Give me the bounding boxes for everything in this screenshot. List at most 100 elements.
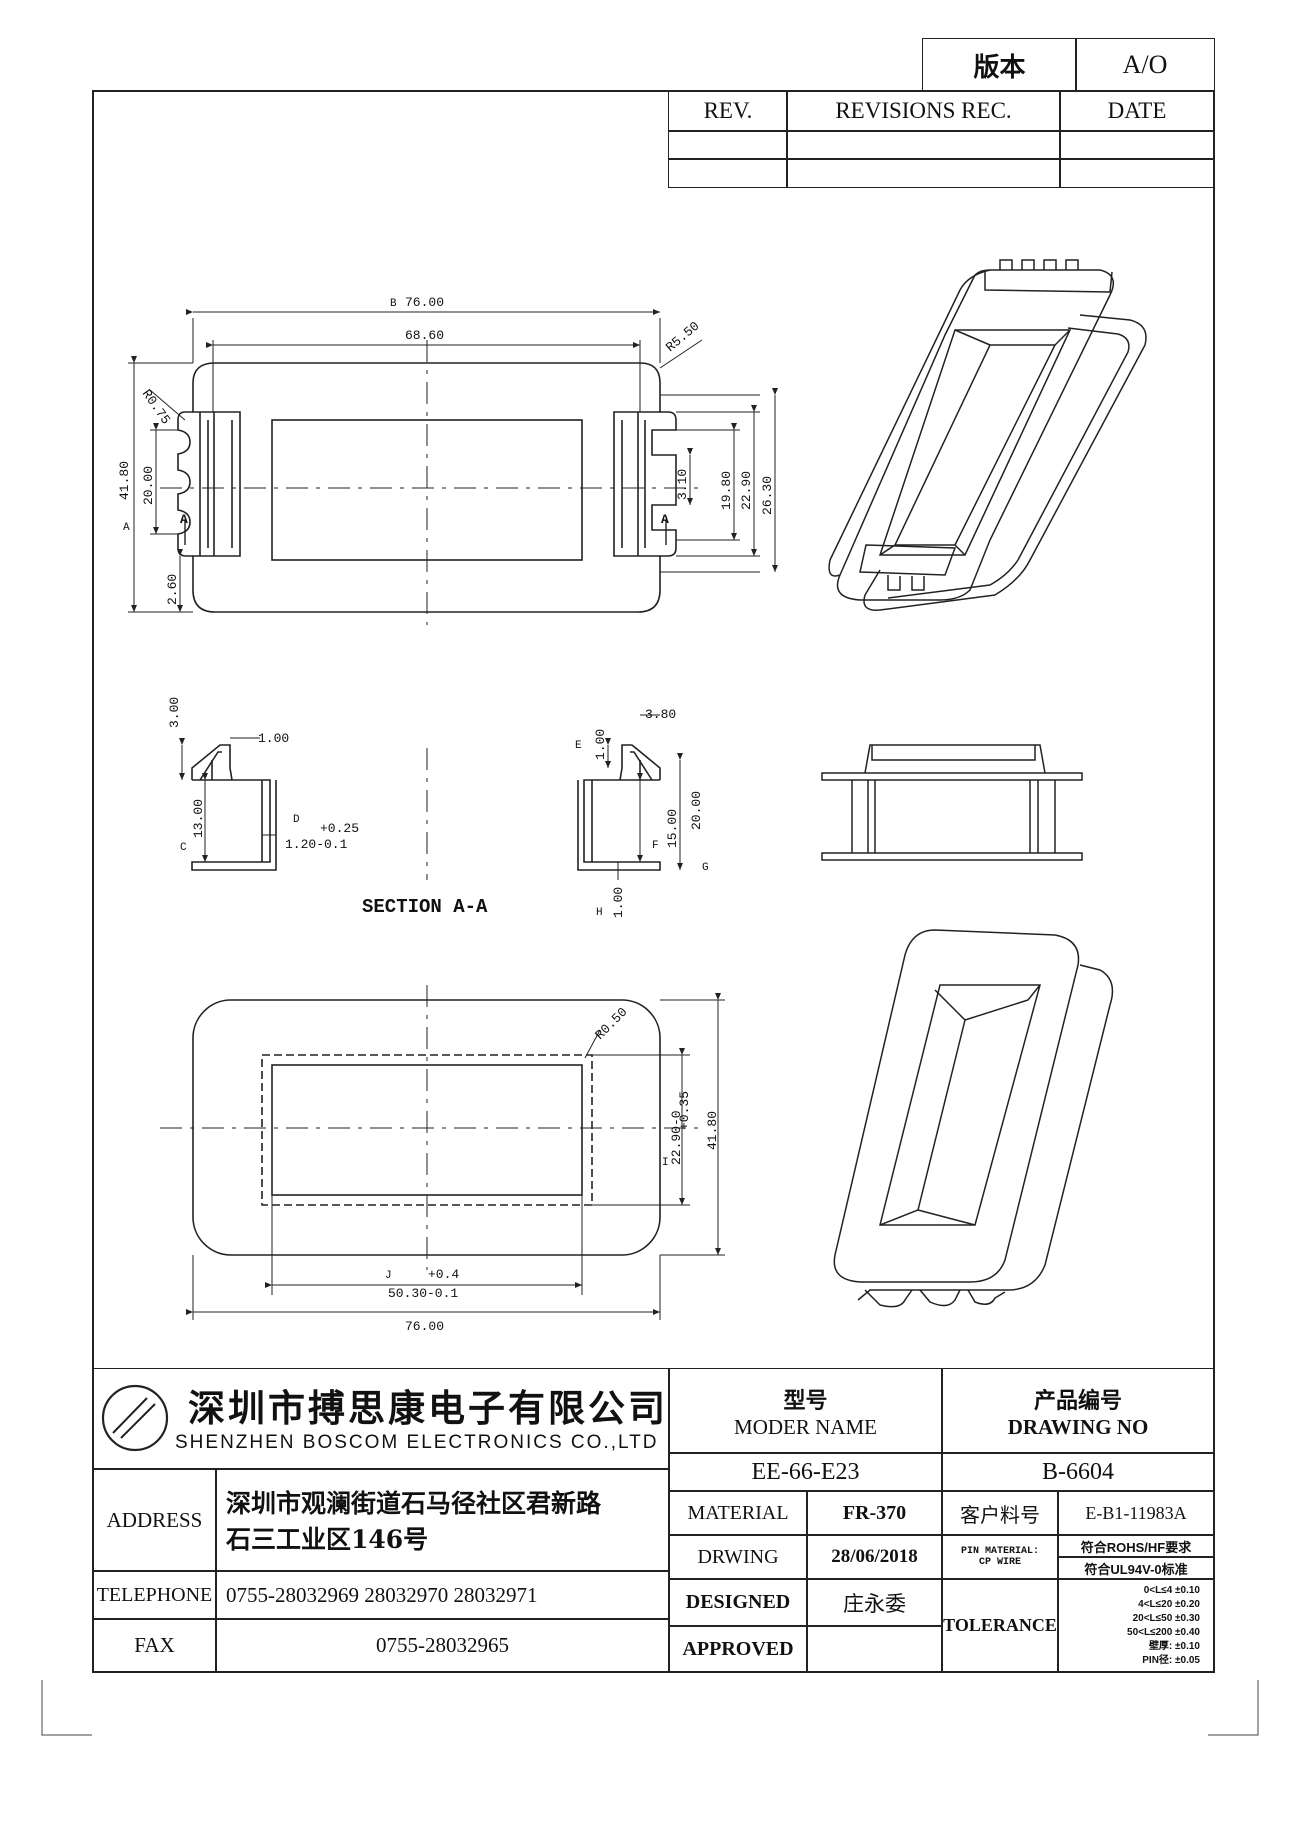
rev-row-2-rec: [786, 158, 1061, 188]
dim-1-00-bottom: 1.00: [611, 887, 626, 918]
tolerance-row: 0<L≤4 ±0.10: [1143, 1584, 1200, 1596]
dim-41-80-bottom: 41.80: [705, 1111, 720, 1150]
drawing-label-cell: 产品编号 DRAWING NO: [941, 1368, 1215, 1454]
tolerance-row: 壁厚: ±0.10: [1148, 1640, 1200, 1652]
dim-tol-plus-0-35: +0.35: [677, 1091, 692, 1130]
label-f: F: [652, 840, 659, 852]
dim-50-30: 50.30-0.1: [388, 1286, 458, 1301]
bottom-view: [160, 985, 725, 1320]
fax-label: FAX: [92, 1618, 217, 1673]
isometric-view-top: [828, 259, 1147, 611]
dim-15-00: 15.00: [665, 809, 680, 848]
dim-2-60: 2.60: [165, 574, 180, 605]
approved-label: APPROVED: [668, 1625, 808, 1673]
tolerance-row: PIN径: ±0.05: [1142, 1654, 1200, 1666]
drawing-value: B-6604: [941, 1452, 1215, 1492]
dim-76-top: 76.00: [405, 295, 444, 310]
dim-tol-plus-0-25: +0.25: [320, 821, 359, 836]
dim-3-10: 3.10: [675, 469, 690, 500]
top-view: [128, 309, 778, 625]
material-value: FR-370: [806, 1490, 943, 1536]
isometric-view-side: [821, 744, 1083, 861]
date-header: DATE: [1059, 90, 1215, 132]
telephone-value: 0755-28032969 28032970 28032971: [215, 1570, 670, 1620]
drawing-label-cn: 产品编号: [1033, 1387, 1122, 1413]
dim-r0-75: R0.75: [139, 387, 174, 428]
approved-value: [806, 1625, 943, 1673]
label-g: G: [702, 862, 709, 874]
pin-material-cell: PIN MATERIAL: CP WIRE: [941, 1534, 1059, 1580]
dim-r0-50: R0.50: [592, 1005, 630, 1043]
designed-label: DESIGNED: [668, 1578, 808, 1627]
dim-20-00-section: 20.00: [689, 791, 704, 830]
dim-1-00-top: 1.00: [258, 731, 289, 746]
tolerance-row: 50<L≤200 ±0.40: [1127, 1626, 1200, 1638]
label-b-top: B: [390, 298, 397, 310]
dim-26-30: 26.30: [760, 476, 775, 515]
tolerance-label: TOLERANCE: [941, 1578, 1059, 1673]
company-name-cn: 深圳市搏思康电子有限公司: [188, 1386, 668, 1430]
drawing-label-en: DRAWING NO: [1007, 1414, 1149, 1439]
label-e: E: [575, 740, 582, 752]
dim-22-90: 22.90: [739, 471, 754, 510]
dim-68-60: 68.60: [405, 328, 444, 343]
rev-row-1-rev: [668, 130, 788, 160]
pin-material-label: PIN MATERIAL:: [960, 1546, 1039, 1557]
ul-note: 符合UL94V-0标准: [1057, 1556, 1215, 1580]
customer-part-value: E-B1-11983A: [1057, 1490, 1215, 1536]
dim-22-90-0: 22.90-0: [669, 1110, 684, 1165]
model-label-cn: 型号: [783, 1387, 828, 1413]
material-label: MATERIAL: [668, 1490, 808, 1536]
isometric-view-bottom: [833, 929, 1114, 1308]
dim-3-00: 3.00: [167, 697, 182, 728]
label-j: J: [385, 1270, 392, 1282]
dim-19-80: 19.80: [719, 471, 734, 510]
customer-part-label: 客户料号: [941, 1490, 1059, 1536]
tolerance-row: 4<L≤20 ±0.20: [1138, 1598, 1200, 1610]
label-h: H: [596, 907, 603, 919]
rev-row-1-date: [1059, 130, 1215, 160]
dim-3-80: 3.80: [645, 707, 676, 722]
company-block: [92, 1368, 670, 1470]
address-label: ADDRESS: [92, 1468, 217, 1572]
revisions-rec-header: REVISIONS REC.: [786, 90, 1061, 132]
section-mark-left: A: [180, 512, 188, 527]
designed-value: 庄永委: [806, 1578, 943, 1627]
rev-row-2-rev: [668, 158, 788, 188]
rohs-note: 符合ROHS/HF要求: [1057, 1534, 1215, 1558]
address-line-2: 石三工业区146号: [226, 1525, 429, 1554]
drawing-date-value: 28/06/2018: [806, 1534, 943, 1580]
section-a-a-view: [179, 714, 683, 880]
company-name-en: SHENZHEN BOSCOM ELECTRONICS CO.,LTD: [175, 1432, 659, 1453]
company-logo: [101, 1384, 169, 1452]
address-value: 深圳市观澜街道石马径社区君新路 石三工业区146号: [215, 1468, 670, 1572]
dim-1-20: 1.20-0.1: [285, 837, 348, 852]
label-a-left: A: [123, 522, 130, 534]
model-value: EE-66-E23: [668, 1452, 943, 1492]
dim-tol-plus-0-4: +0.4: [428, 1267, 459, 1282]
label-d: D: [293, 814, 300, 826]
telephone-label: TELEPHONE: [92, 1570, 217, 1620]
address-line-1: 深圳市观澜街道石马径社区君新路: [226, 1489, 602, 1518]
fax-value: 0755-28032965: [215, 1618, 670, 1673]
tolerance-list: 0<L≤4 ±0.10 4<L≤20 ±0.20 20<L≤50 ±0.30 5…: [1057, 1578, 1215, 1673]
model-label-en: MODER NAME: [734, 1414, 877, 1439]
label-c: C: [180, 842, 187, 854]
rev-header: REV.: [668, 90, 788, 132]
dim-13-00: 13.00: [191, 799, 206, 838]
tolerance-row: 20<L≤50 ±0.30: [1132, 1612, 1200, 1624]
dim-1-00-e: 1.00: [593, 729, 608, 760]
dim-41-80: 41.80: [117, 461, 132, 500]
rev-row-1-rec: [786, 130, 1061, 160]
section-mark-right: A: [661, 512, 669, 527]
dim-20-00: 20.00: [141, 466, 156, 505]
section-title: SECTION A-A: [362, 896, 488, 918]
dim-r5-50: R5.50: [663, 318, 703, 355]
model-label-cell: 型号 MODER NAME: [668, 1368, 943, 1454]
rev-row-2-date: [1059, 158, 1215, 188]
label-i: I: [662, 1157, 669, 1169]
cp-wire-label: CP WIRE: [978, 1557, 1021, 1568]
drawing-date-label: DRWING: [668, 1534, 808, 1580]
dim-76-bottom: 76.00: [405, 1319, 444, 1334]
